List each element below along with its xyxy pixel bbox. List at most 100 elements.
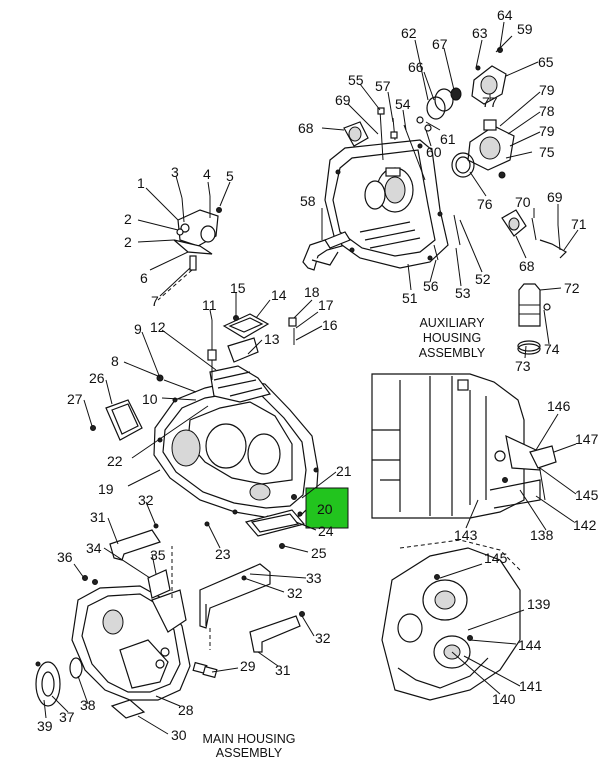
callout: 26 bbox=[89, 370, 105, 386]
callout: 5 bbox=[226, 168, 234, 184]
air-valve bbox=[157, 196, 222, 301]
callout: 6 bbox=[140, 270, 148, 286]
callout: 64 bbox=[497, 7, 513, 23]
callout: 139 bbox=[527, 596, 551, 612]
callout: 29 bbox=[240, 658, 256, 674]
callout: 28 bbox=[178, 702, 194, 718]
callout: 75 bbox=[539, 144, 555, 160]
brackets bbox=[35, 523, 305, 719]
captions: AUXILIARY HOUSING ASSEMBLY MAIN HOUSING … bbox=[202, 316, 485, 760]
callout: 79 bbox=[539, 82, 555, 98]
callout: 67 bbox=[432, 36, 448, 52]
callout: 68 bbox=[519, 258, 535, 274]
callout: 7 bbox=[151, 293, 159, 309]
callout: 66 bbox=[408, 59, 424, 75]
callout: 3 bbox=[171, 164, 179, 180]
callout: 33 bbox=[306, 570, 322, 586]
callout: 31 bbox=[275, 662, 291, 678]
callout: 38 bbox=[80, 697, 96, 713]
covers-main bbox=[90, 313, 306, 549]
callout: 144 bbox=[518, 637, 542, 653]
callout: 70 bbox=[515, 194, 531, 210]
callout: 17 bbox=[318, 297, 334, 313]
callout: 145 bbox=[575, 487, 599, 503]
callout: 22 bbox=[107, 453, 123, 469]
callout: 69 bbox=[335, 92, 351, 108]
callout: 59 bbox=[517, 21, 533, 37]
callout: 76 bbox=[477, 196, 493, 212]
callout: 77 bbox=[482, 94, 498, 110]
callout: 16 bbox=[322, 317, 338, 333]
callout: 61 bbox=[440, 131, 456, 147]
callout: 79 bbox=[539, 123, 555, 139]
aux-assembly-view bbox=[371, 373, 557, 519]
callout: 18 bbox=[304, 284, 320, 300]
callout: 32 bbox=[287, 585, 303, 601]
callout: 21 bbox=[336, 463, 352, 479]
callout: 36 bbox=[57, 549, 73, 565]
callout: 39 bbox=[37, 718, 53, 734]
main-caption-line2: ASSEMBLY bbox=[216, 746, 283, 760]
callout: 19 bbox=[98, 481, 114, 497]
callout: 57 bbox=[375, 78, 391, 94]
callout: 14 bbox=[271, 287, 287, 303]
callout: 74 bbox=[544, 341, 560, 357]
rear-view bbox=[381, 539, 521, 701]
aux-caption-line1: AUXILIARY bbox=[419, 316, 485, 330]
callout: 146 bbox=[547, 398, 571, 414]
aux-caption-line3: ASSEMBLY bbox=[419, 346, 486, 360]
callout: 1 bbox=[137, 175, 145, 191]
callout: 72 bbox=[564, 280, 580, 296]
callout: 142 bbox=[573, 517, 597, 533]
aux-covers bbox=[343, 47, 567, 355]
callout: 30 bbox=[171, 727, 187, 743]
callout: 73 bbox=[515, 358, 531, 374]
callout: 62 bbox=[401, 25, 417, 41]
callout: 56 bbox=[423, 278, 439, 294]
callout: 31 bbox=[90, 509, 106, 525]
callout: 13 bbox=[264, 331, 280, 347]
callout: 69 bbox=[547, 189, 563, 205]
callout: 52 bbox=[475, 271, 491, 287]
aux-caption-line2: HOUSING bbox=[423, 331, 481, 345]
main-caption-line1: MAIN HOUSING bbox=[202, 732, 295, 746]
callout: 11 bbox=[202, 297, 217, 313]
callout: 141 bbox=[519, 678, 543, 694]
callout: 25 bbox=[311, 545, 327, 561]
callout: 32 bbox=[315, 630, 331, 646]
callout: 138 bbox=[530, 527, 554, 543]
callout: 2 bbox=[124, 234, 132, 250]
callout: 2 bbox=[124, 211, 132, 227]
auxiliary-housing bbox=[324, 139, 449, 269]
callout: 147 bbox=[575, 431, 599, 447]
callout: 58 bbox=[300, 193, 316, 209]
callout: 12 bbox=[150, 319, 166, 335]
callout: 78 bbox=[539, 103, 555, 119]
callout: 9 bbox=[134, 321, 142, 337]
callout: 51 bbox=[402, 290, 418, 306]
callout: 8 bbox=[111, 353, 119, 369]
callout: 65 bbox=[538, 54, 554, 70]
callout: 35 bbox=[150, 547, 166, 563]
callout-numbers: 64 59 62 67 63 66 65 55 57 69 54 77 79 7… bbox=[37, 7, 599, 743]
callout: 27 bbox=[67, 391, 83, 407]
callout: 143 bbox=[454, 527, 478, 543]
callout: 4 bbox=[203, 166, 211, 182]
callout: 145 bbox=[484, 550, 508, 566]
callout: 23 bbox=[215, 546, 231, 562]
callout: 71 bbox=[571, 216, 587, 232]
callout: 63 bbox=[472, 25, 488, 41]
leader-lines bbox=[43, 21, 579, 735]
callout: 53 bbox=[455, 285, 471, 301]
callout: 140 bbox=[492, 691, 516, 707]
highlight-label: 20 bbox=[317, 501, 333, 517]
callout: 60 bbox=[426, 144, 442, 160]
callout: 34 bbox=[86, 540, 102, 556]
callout: 24 bbox=[318, 523, 334, 539]
callout: 68 bbox=[298, 120, 314, 136]
bell-housing bbox=[71, 546, 191, 701]
highlight-marker[interactable]: 20 bbox=[305, 487, 349, 529]
callout: 55 bbox=[348, 72, 364, 88]
